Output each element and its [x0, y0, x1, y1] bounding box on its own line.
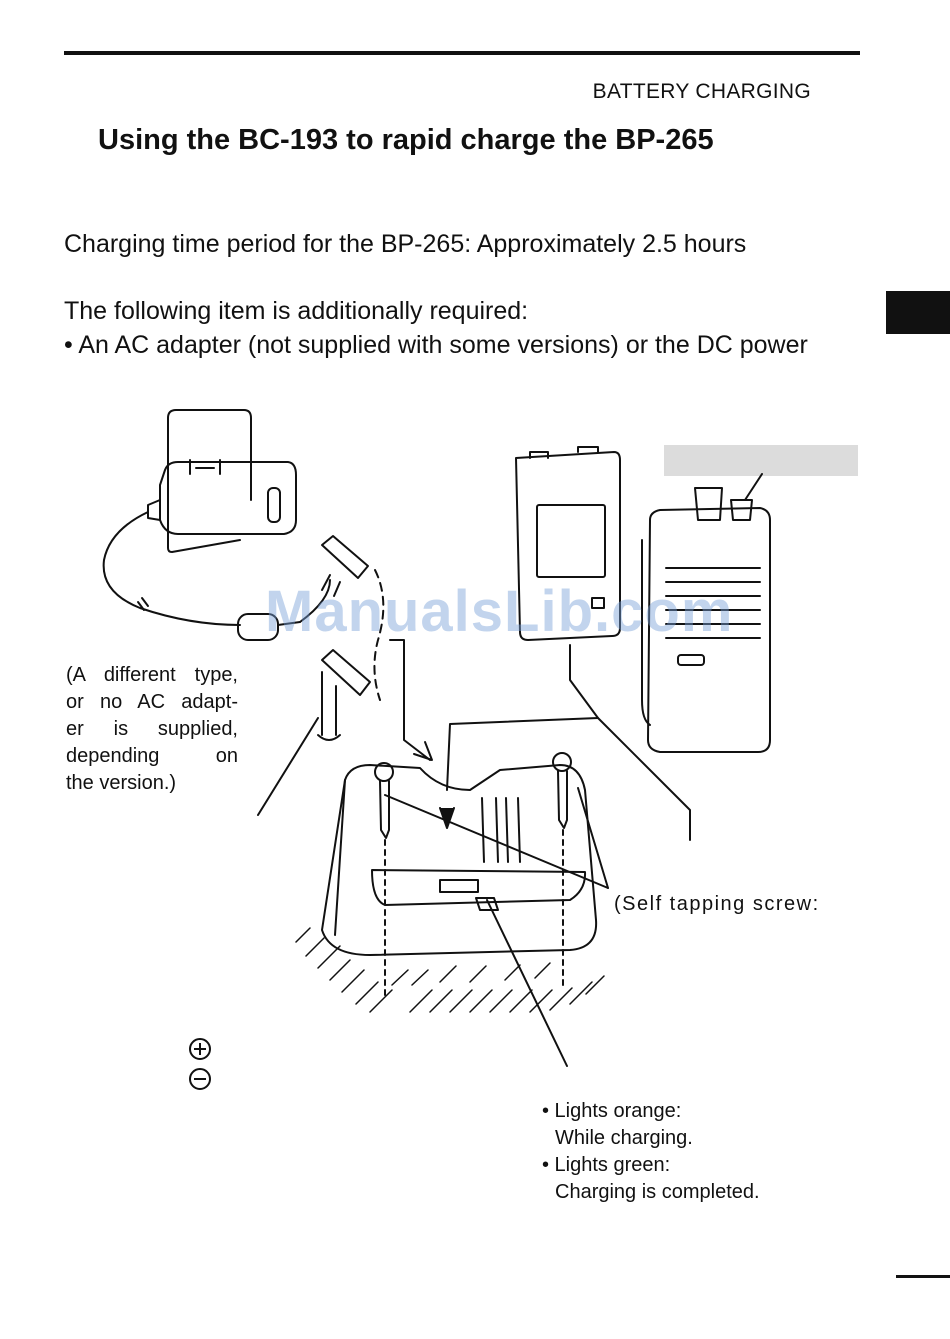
bottom-rule [896, 1275, 950, 1278]
chapter-tab-marker [886, 291, 950, 334]
callout-label-box [664, 445, 858, 476]
screw-icon [374, 752, 572, 839]
page-title: Using the BC-193 to rapid charge the BP-… [98, 124, 714, 156]
charger-stand-icon [321, 764, 598, 956]
led-orange-label: • Lights orange: [542, 1100, 682, 1122]
adapter-note-line: er is supplied, [66, 718, 238, 740]
section-label: BATTERY CHARGING [592, 80, 811, 103]
plus-circle-icon [189, 1038, 211, 1060]
adapter-note-line: or no AC adapt- [66, 691, 238, 713]
battery-pack-icon [515, 446, 621, 641]
led-green-label: • Lights green: [542, 1154, 671, 1176]
adapter-note-line: depending on [66, 745, 238, 767]
watermark-text: ManualsLib.com [265, 579, 734, 644]
top-rule [64, 51, 860, 55]
charging-time-text: Charging time period for the BP-265: App… [64, 230, 747, 258]
transceiver-icon [641, 473, 771, 753]
adapter-note: (A different type, or no AC adapt- er is… [66, 662, 238, 797]
requirement-item-text: • An AC adapter (not supplied with some … [64, 331, 808, 359]
led-green-detail: Charging is completed. [555, 1181, 760, 1203]
minus-circle-icon [189, 1068, 211, 1090]
adapter-note-line: (A different type, [66, 664, 238, 686]
dc-plug-icon [299, 535, 371, 741]
led-orange-detail: While charging. [555, 1127, 693, 1149]
adapter-note-line: the version.) [66, 772, 177, 794]
led-status-list: • Lights orange: While charging. • Light… [542, 1098, 760, 1206]
screw-note: (Self tapping screw: [614, 893, 820, 915]
ac-adapter-icon [102, 409, 301, 641]
requirement-intro-text: The following item is additionally requi… [64, 297, 529, 325]
